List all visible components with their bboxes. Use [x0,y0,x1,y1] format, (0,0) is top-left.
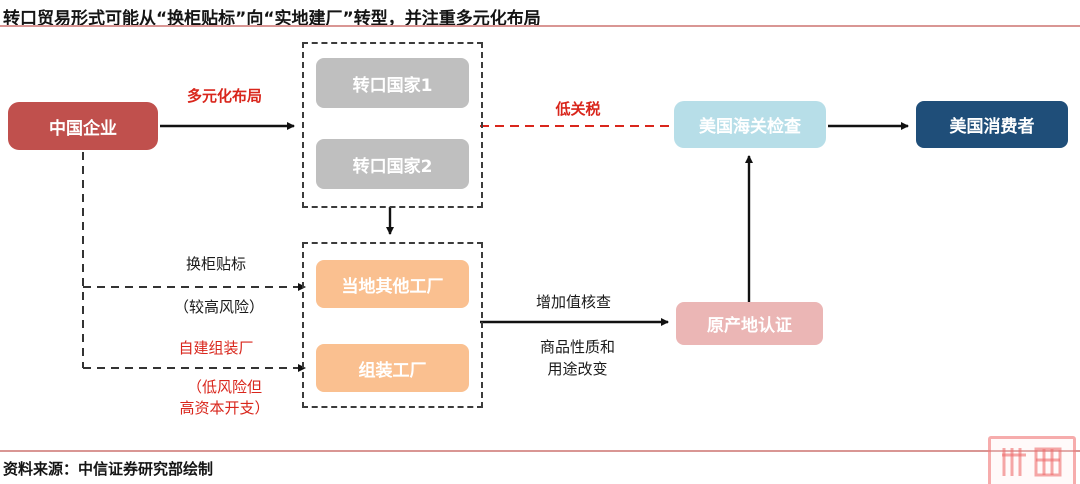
footer-rule [0,450,1080,452]
label-nature-change: 商品性质和 用途改变 [510,336,645,380]
node-assembly-factory: 组装工厂 [316,344,469,392]
node-us-customs: 美国海关检查 [674,101,826,148]
label-relabel: 换柜贴标 [185,255,246,273]
label-relabel-risk: （较高风险） [173,298,264,316]
label-self-build-risk-line2: 高资本开支） [179,399,270,417]
transit-countries-group: 转口国家1 转口国家2 [302,42,483,208]
label-nature-change-line1: 商品性质和 [539,338,615,356]
label-value-added-check: 增加值核查 [535,293,611,311]
label-self-build: 自建组装厂 [178,339,254,357]
label-diversification: 多元化布局 [186,87,262,105]
factories-group: 当地其他工厂 组装工厂 [302,242,483,408]
node-transit-country-2: 转口国家2 [316,139,469,189]
watermark-seal-icon [988,436,1076,484]
node-transit-country-1: 转口国家1 [316,58,469,108]
node-us-consumer: 美国消费者 [916,101,1068,148]
label-low-tariff: 低关税 [555,100,601,118]
title-underline [0,25,1080,27]
node-origin-certification: 原产地认证 [676,302,823,345]
node-china-enterprise: 中国企业 [8,102,158,150]
label-self-build-risk-line1: （低风险但 [186,378,262,396]
page-title: 转口贸易形式可能从“换柜贴标”向“实地建厂”转型，并注重多元化布局 [3,9,541,29]
source-note: 资料来源：中信证券研究部绘制 [3,460,214,478]
label-self-build-risk: （低风险但 高资本开支） [152,377,297,419]
label-nature-change-line2: 用途改变 [547,360,608,378]
node-local-factory: 当地其他工厂 [316,260,469,308]
